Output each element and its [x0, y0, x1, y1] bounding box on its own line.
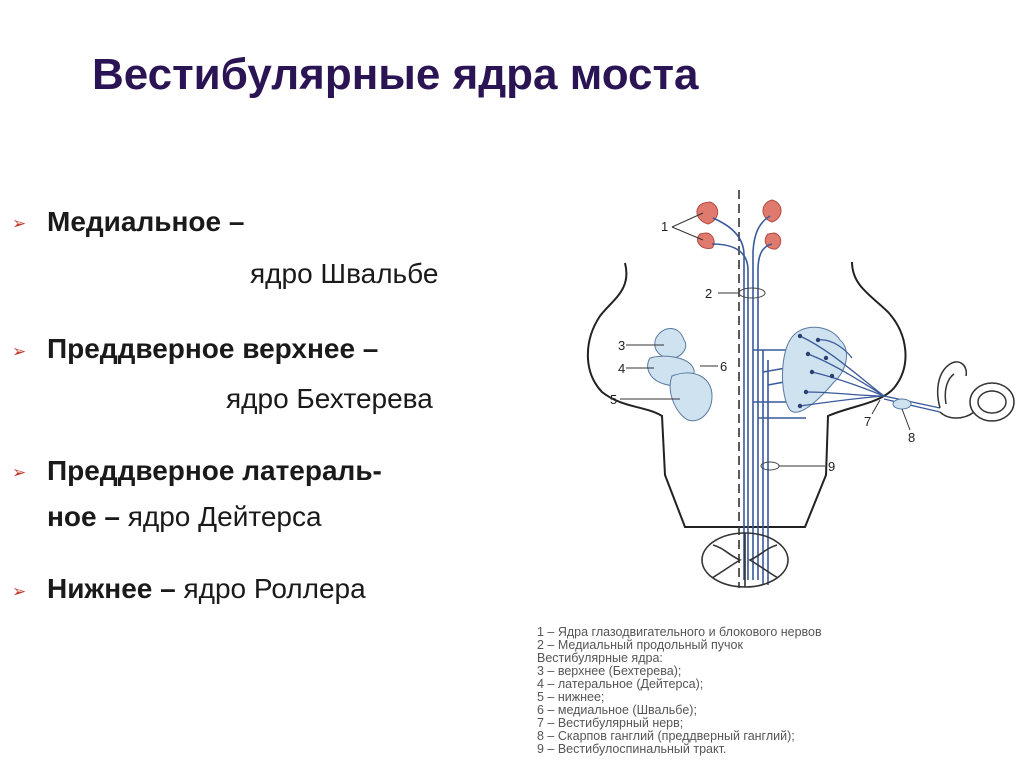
diagram-legend: 1 – Ядра глазодвигательного и блокового …: [537, 626, 822, 756]
inner-ear: [938, 362, 1014, 421]
right-vestibular-nuclei: [783, 327, 847, 412]
mlf-ellipse: [739, 288, 765, 298]
callout-6: 6: [720, 359, 727, 374]
spinal-cord-section: [702, 533, 788, 587]
vestibular-nerve-fibers: [800, 336, 940, 412]
left-vestibular-nuclei: [648, 328, 712, 420]
scarpa-ganglion: [893, 399, 911, 409]
legend-line: 9 – Вестибулоспинальный тракт.: [537, 743, 822, 756]
callout-1: 1: [661, 219, 668, 234]
callout-2: 2: [705, 286, 712, 301]
callout-4: 4: [618, 361, 625, 376]
callout-3: 3: [618, 338, 625, 353]
callout-5: 5: [610, 392, 617, 407]
callout-8: 8: [908, 430, 915, 445]
callout-9: 9: [828, 459, 835, 474]
callout-7: 7: [864, 414, 871, 429]
